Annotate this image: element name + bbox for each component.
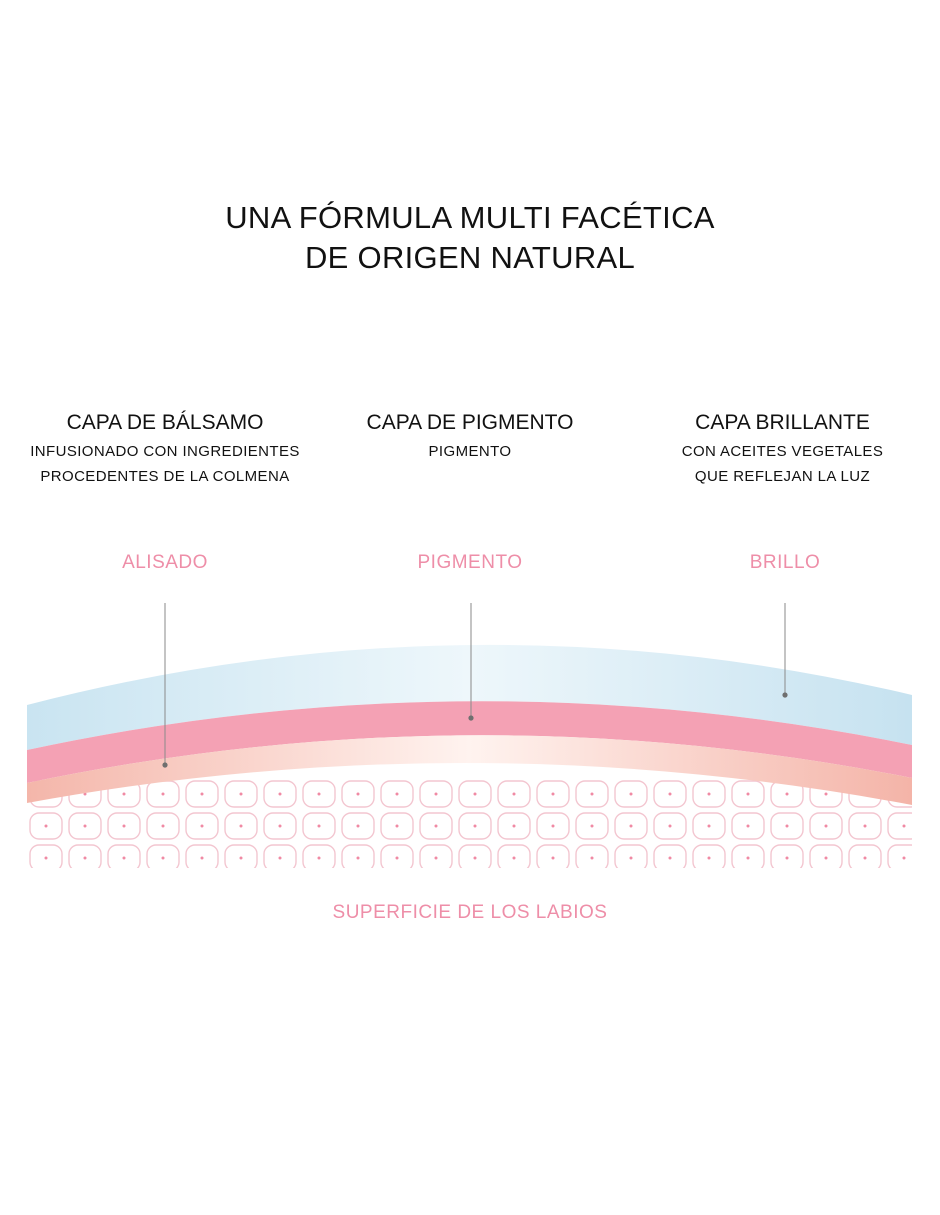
- leader-line-shine: [782, 603, 788, 698]
- lip-surface-cells: [27, 778, 912, 868]
- page-title: UNA FÓRMULA MULTI FACÉTICA DE ORIGEN NAT…: [0, 198, 940, 278]
- balm-layer: [27, 735, 912, 805]
- leader-line-smoothing: [162, 603, 168, 768]
- title-line-1: UNA FÓRMULA MULTI FACÉTICA: [225, 200, 715, 235]
- lip-layers-diagram: [27, 603, 912, 868]
- balm-layer-text-1: INFUSIONADO CON INGREDIENTES: [30, 443, 300, 460]
- pigment-layer-heading: CAPA DE PIGMENTO: [366, 411, 574, 434]
- pigment-layer-text-1: PIGMENTO: [428, 443, 512, 460]
- pigment-layer: [27, 701, 912, 783]
- callout-pigment: PIGMENTO: [417, 552, 523, 573]
- shine-layer-text-1: CON ACEITES VEGETALES: [681, 443, 884, 460]
- balm-layer-heading: CAPA DE BÁLSAMO: [66, 411, 264, 434]
- lip-surface-label: SUPERFICIE DE LOS LABIOS: [332, 902, 608, 923]
- shine-layer-heading: CAPA BRILLANTE: [695, 411, 870, 434]
- shine-layer: [27, 644, 912, 750]
- callout-shine: BRILLO: [749, 552, 821, 573]
- balm-layer-description: CAPA DE BÁLSAMO INFUSIONADO CON INGREDIE…: [0, 408, 330, 488]
- balm-layer-text-2: PROCEDENTES DE LA COLMENA: [40, 468, 290, 485]
- leader-line-pigment: [468, 603, 474, 721]
- shine-layer-description: CAPA BRILLANTE CON ACEITES VEGETALES QUE…: [630, 408, 935, 488]
- pigment-layer-description: CAPA DE PIGMENTO PIGMENTO: [320, 408, 620, 463]
- callout-smoothing: ALISADO: [122, 552, 208, 573]
- shine-layer-text-2: QUE REFLEJAN LA LUZ: [694, 468, 871, 485]
- title-line-2: DE ORIGEN NATURAL: [304, 240, 636, 275]
